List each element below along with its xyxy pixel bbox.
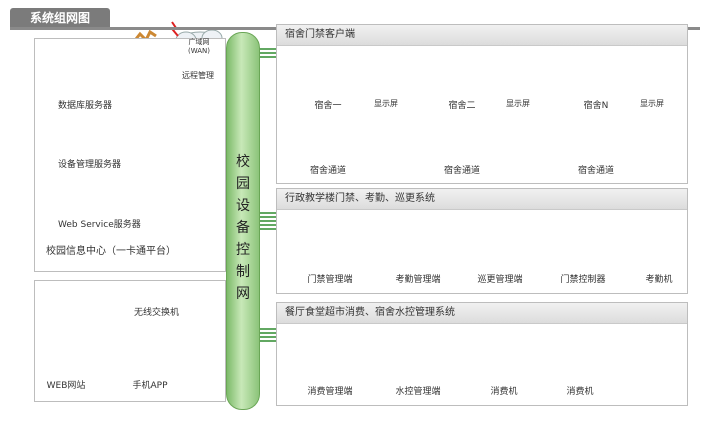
- display-label-n: 显示屏: [640, 99, 664, 108]
- web-site-label: WEB网站: [46, 381, 86, 391]
- admin-panel: 行政教学楼门禁、考勤、巡更系统: [276, 188, 688, 294]
- admin-panel-header: 行政教学楼门禁、考勤、巡更系统: [277, 189, 687, 210]
- mobile-app-label: 手机APP: [132, 381, 168, 391]
- wireless-switch-label: 无线交换机: [134, 308, 180, 318]
- canteen-item-consume-mgmt: 消费管理端: [307, 387, 353, 397]
- dorm-pc-label-n: 宿舍N: [583, 101, 609, 111]
- admin-item-attendance-machine: 考勤机: [645, 275, 673, 285]
- info-center-panel: [34, 38, 226, 272]
- dorm-pc-label-1: 宿舍一: [314, 101, 342, 111]
- canteen-item-pos-2: 消费机: [566, 387, 594, 397]
- backbone-label: 校 园 设 备 控 制 网: [236, 154, 250, 302]
- diagram-title: 系统组网图: [10, 8, 110, 28]
- canteen-item-water-mgmt: 水控管理端: [395, 387, 441, 397]
- canteen-panel: 餐厅食堂超市消费、宿舍水控管理系统: [276, 302, 688, 406]
- dorm-panel: 宿舍门禁客户端: [276, 24, 688, 184]
- canteen-item-pos-1: 消费机: [490, 387, 518, 397]
- admin-item-patrol-mgmt: 巡更管理端: [477, 275, 523, 285]
- campus-device-network-backbone: 校 园 设 备 控 制 网: [226, 32, 260, 410]
- dorm-gate-label-1: 宿舍通道: [309, 166, 347, 176]
- info-center-label: 校园信息中心（一卡通平台）: [46, 246, 176, 257]
- remote-label: 远程管理: [182, 71, 214, 80]
- server-label-device: 设备管理服务器: [58, 160, 122, 170]
- server-label-webservice: Web Service服务器: [58, 220, 141, 230]
- admin-item-attendance-mgmt: 考勤管理端: [395, 275, 441, 285]
- dorm-gate-label-2: 宿舍通道: [443, 166, 481, 176]
- wireless-panel: [34, 280, 226, 402]
- admin-item-door-mgmt: 门禁管理端: [307, 275, 353, 285]
- canteen-panel-header: 餐厅食堂超市消费、宿舍水控管理系统: [277, 303, 687, 324]
- wan-label: 广域网 (WAN): [188, 38, 211, 55]
- dorm-panel-header: 宿舍门禁客户端: [277, 25, 687, 46]
- display-label-1: 显示屏: [374, 99, 398, 108]
- server-label-database: 数据库服务器: [58, 101, 113, 111]
- dorm-gate-label-n: 宿舍通道: [577, 166, 615, 176]
- display-label-2: 显示屏: [506, 99, 530, 108]
- admin-item-door-controller: 门禁控制器: [560, 275, 606, 285]
- dorm-pc-label-2: 宿舍二: [448, 101, 476, 111]
